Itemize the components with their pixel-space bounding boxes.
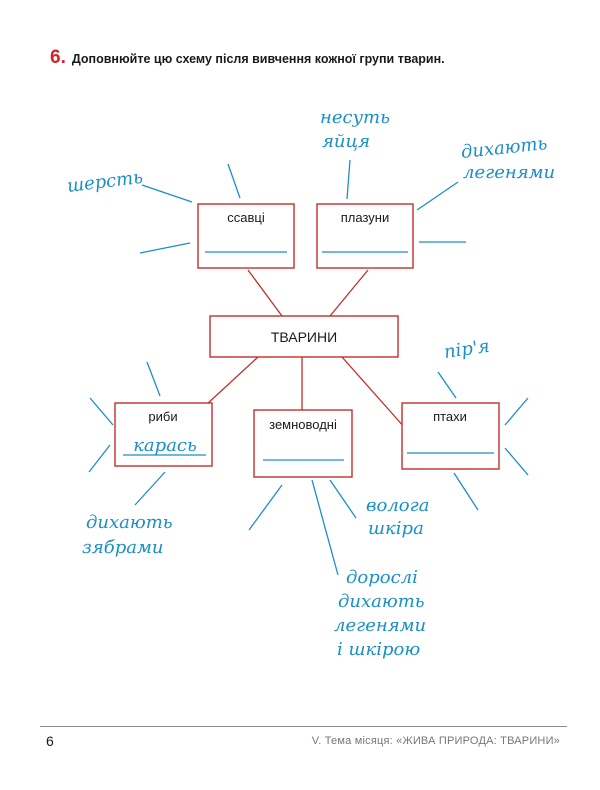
center-label: ТВАРИНИ <box>271 329 337 345</box>
ray-reptiles-2 <box>416 181 459 211</box>
group-label-birds: птахи <box>433 409 467 424</box>
connector-birds <box>341 356 406 429</box>
connector-mammals <box>247 269 283 317</box>
group-label-reptiles: плазуни <box>341 210 389 225</box>
running-title: V. Тема місяця: «ЖИВА ПРИРОДА: ТВАРИНИ» <box>311 735 560 747</box>
ray-amphibians-2 <box>311 479 339 576</box>
feature-amphibians-skin-1: волога <box>366 495 429 516</box>
center-box-frame <box>209 315 399 358</box>
ray-fish-4 <box>134 471 166 506</box>
group-box-fish: риби карась <box>114 402 213 467</box>
feature-amphibians-adults-3: легенями <box>334 615 426 636</box>
ray-fish-1 <box>146 361 161 397</box>
box-frame-amphibians <box>253 409 353 478</box>
ray-reptiles-1 <box>346 159 351 200</box>
ray-birds-1 <box>437 371 457 399</box>
group-label-fish: риби <box>148 409 177 424</box>
ray-birds-4 <box>453 472 479 511</box>
ray-amphibians-1 <box>248 484 283 531</box>
feature-mammals-fur: шерсть <box>66 167 144 197</box>
feature-reptiles-lungs-2: легенями <box>463 162 555 183</box>
box-frame-mammals <box>197 203 295 269</box>
feature-rays <box>88 159 529 576</box>
group-label-mammals: ссавці <box>227 210 265 225</box>
feature-fish-gills-2: зябрами <box>82 537 164 558</box>
ray-mammals-1 <box>141 184 193 203</box>
feature-fish-gills-1: дихають <box>86 512 173 533</box>
feature-reptiles-eggs-2: яйця <box>322 131 370 152</box>
page-number: 6 <box>46 733 54 749</box>
group-box-mammals: ссавці <box>197 203 295 269</box>
feature-reptiles-lungs-1: дихають <box>460 133 548 163</box>
ray-mammals-2 <box>227 163 241 199</box>
task-header: 6. Доповнюйте цю схему після вивчення ко… <box>50 47 445 69</box>
connector-reptiles <box>329 269 369 317</box>
ray-fish-2 <box>89 397 114 426</box>
connector-fish <box>205 356 259 406</box>
ray-mammals-3 <box>139 242 191 254</box>
feature-reptiles-eggs-1: несуть <box>320 107 390 128</box>
task-instruction: Доповнюйте цю схему після вивчення кожно… <box>71 52 445 66</box>
feature-birds-feathers: пір'я <box>443 336 491 363</box>
feature-amphibians-adults-1: дорослі <box>346 567 418 588</box>
box-frame-reptiles <box>316 203 414 269</box>
group-box-reptiles: плазуни <box>316 203 414 269</box>
ray-fish-3 <box>88 444 111 473</box>
feature-amphibians-adults-2: дихають <box>338 591 425 612</box>
connectors <box>205 269 406 429</box>
task-number: 6. <box>50 47 66 68</box>
ray-amphibians-3 <box>329 479 357 519</box>
ray-birds-2 <box>504 397 529 426</box>
footer-divider <box>40 726 567 727</box>
group-box-amphibians: земноводні <box>253 409 353 478</box>
feature-amphibians-adults-4: і шкірою <box>337 639 420 660</box>
answer-fish: карась <box>133 435 197 456</box>
center-box: ТВАРИНИ <box>209 315 399 358</box>
box-frame-birds <box>401 402 500 470</box>
group-box-birds: птахи <box>401 402 500 470</box>
group-label-amphibians: земноводні <box>269 417 337 432</box>
ray-birds-3 <box>504 447 529 476</box>
feature-amphibians-skin-2: шкіра <box>368 518 424 539</box>
